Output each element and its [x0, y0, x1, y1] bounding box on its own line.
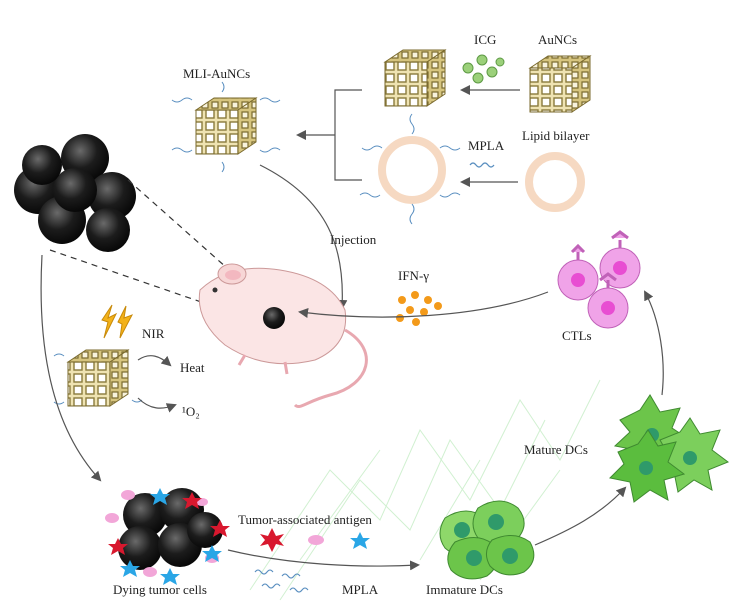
- arrow-ctl-to-tumor: [298, 291, 549, 318]
- antigen-pink-icon: [308, 535, 324, 545]
- nir-label: NIR: [142, 326, 165, 341]
- bracket-merge: [334, 89, 362, 181]
- heat-label: Heat: [180, 360, 205, 375]
- arrow-to-ctls: [644, 290, 664, 396]
- tumor-cluster-icon: [14, 134, 136, 252]
- nir-aunc-cage: [53, 349, 143, 407]
- ctl-cell-icon: [557, 230, 641, 329]
- ifn-molecules: [396, 291, 442, 326]
- antigen-blue-icon: [350, 532, 370, 549]
- injection-label: Injection: [330, 232, 377, 247]
- arrow-to-mature-dcs: [534, 486, 627, 546]
- mpla-squiggles-bottom: [254, 569, 309, 593]
- immature-dcs-label: Immature DCs: [426, 582, 503, 597]
- ifn-label: IFN-γ: [398, 268, 429, 283]
- lipid-bilayer-label: Lipid bilayer: [522, 128, 590, 143]
- icg-molecules: [462, 54, 505, 84]
- dendritic-cell-icon: [439, 500, 535, 580]
- mature-dc-icon: [608, 394, 730, 503]
- arrow-heat: [137, 355, 172, 367]
- mpla-lipid-vesicle: [359, 113, 461, 225]
- mouse-icon: [198, 263, 368, 409]
- watermark: [249, 379, 601, 601]
- tumor-antigen-label: Tumor-associated antigen: [238, 512, 372, 527]
- antigen-red-icon: [260, 528, 284, 552]
- mli-aunc-cage: [171, 81, 281, 173]
- mpla-label-bottom: MPLA: [342, 582, 379, 597]
- dying-cells-label: Dying tumor cells: [113, 582, 207, 597]
- aunc-cage-right: [528, 55, 592, 113]
- mpla-label-top: MPLA: [468, 138, 505, 153]
- arrow-injection: [259, 164, 348, 310]
- icg-loaded-cage: [383, 49, 447, 107]
- antigen-star-icon: [108, 488, 230, 585]
- arrow-singlet-o2: [137, 397, 177, 413]
- aunc-label: AuNCs: [538, 32, 577, 47]
- mli-aunc-label: MLI-AuNCs: [183, 66, 250, 81]
- mature-dcs-label: Mature DCs: [524, 442, 588, 457]
- arrow-to-dying-cells: [40, 254, 102, 482]
- mpla-squiggle-top: [469, 162, 495, 168]
- singlet-o2-label: ¹O₂: [182, 404, 200, 419]
- mouse-tumor: [263, 307, 285, 329]
- lightning-icon: [101, 304, 134, 339]
- arrow-to-immature-dcs: [227, 549, 420, 571]
- ctls-label: CTLs: [562, 328, 592, 343]
- lipid-vesicle-right: [525, 152, 585, 212]
- icg-label: ICG: [474, 32, 496, 47]
